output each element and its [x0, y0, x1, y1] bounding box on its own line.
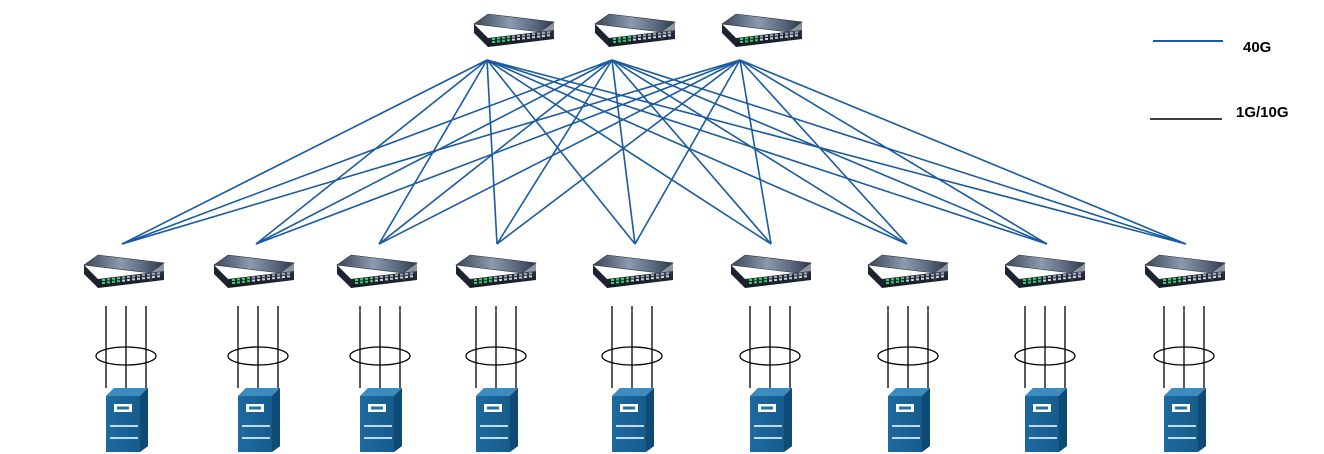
uplink-spine3-leaf6 — [739, 59, 772, 245]
lag-bundle-ellipse — [877, 346, 939, 366]
uplink-spine1-leaf8 — [486, 59, 1048, 245]
server-4-server-tower-icon — [476, 388, 518, 452]
leaf-switch-8-network-switch-icon — [1004, 254, 1086, 288]
uplink-spine3-leaf5 — [634, 59, 741, 245]
uplink-spine2-leaf4 — [496, 59, 613, 245]
lag-bundle-ellipse — [349, 346, 411, 366]
uplink-spine1-leaf4 — [486, 59, 498, 245]
uplink-spine2-leaf5 — [611, 59, 636, 245]
lag-bundle-ellipse — [1014, 346, 1076, 366]
uplink-spine3-leaf2 — [255, 59, 741, 245]
server-layer — [106, 388, 1206, 452]
server-6-server-tower-icon — [750, 388, 792, 452]
lag-bundle-ellipse — [227, 346, 289, 366]
leaf-switch-1-network-switch-icon — [83, 254, 165, 288]
uplink-spine3-leaf8 — [739, 59, 1048, 245]
server-bundle-6 — [739, 306, 801, 388]
uplink-spine2-leaf3 — [378, 59, 613, 245]
uplink-spine2-leaf2 — [255, 59, 613, 245]
uplink-spine3-leaf1 — [121, 59, 741, 245]
uplink-spine2-leaf1 — [121, 59, 613, 245]
uplink-spine2-leaf8 — [611, 59, 1048, 245]
legend: 40G 1G/10G — [1150, 39, 1289, 121]
uplink-spine2-leaf6 — [611, 59, 772, 245]
uplink-spine1-leaf1 — [121, 59, 488, 245]
uplink-spine1-leaf6 — [486, 59, 772, 245]
legend-label-40g: 40G — [1243, 39, 1271, 56]
legend-label-1g-10g: 1G/10G — [1236, 104, 1289, 121]
server-bundle-2 — [227, 306, 289, 388]
leaf-switch-3-network-switch-icon — [336, 254, 418, 288]
spine-switch-3-network-switch-icon — [721, 13, 803, 47]
server-5-server-tower-icon — [612, 388, 654, 452]
server-bundle-7 — [877, 306, 939, 388]
uplink-spine1-leaf7 — [486, 59, 908, 245]
uplink-spine1-leaf9 — [486, 59, 1187, 245]
uplink-spine3-leaf7 — [739, 59, 908, 245]
spine-layer — [473, 13, 803, 47]
server-1-server-tower-icon — [106, 388, 148, 452]
server-7-server-tower-icon — [888, 388, 930, 452]
uplink-spine3-leaf9 — [739, 59, 1187, 245]
server-bundle-1 — [95, 306, 157, 388]
uplink-spine3-leaf3 — [378, 59, 741, 245]
lag-bundle-ellipse — [1153, 346, 1215, 366]
lag-bundle-ellipse — [465, 346, 527, 366]
uplink-spine1-leaf2 — [255, 59, 488, 245]
leaf-layer — [83, 254, 1226, 288]
server-bundle-8 — [1014, 306, 1076, 388]
server-3-server-tower-icon — [360, 388, 402, 452]
uplink-spine2-leaf7 — [611, 59, 908, 245]
server-bundle-5 — [601, 306, 663, 388]
leaf-switch-7-network-switch-icon — [867, 254, 949, 288]
spine-switch-1-network-switch-icon — [473, 13, 555, 47]
server-8-server-tower-icon — [1025, 388, 1067, 452]
leaf-switch-5-network-switch-icon — [592, 254, 674, 288]
server-9-server-tower-icon — [1164, 388, 1206, 452]
server-bundle-4 — [465, 306, 527, 388]
uplink-spine3-leaf4 — [496, 59, 741, 245]
spine-switch-2-network-switch-icon — [594, 13, 676, 47]
leaf-switch-4-network-switch-icon — [455, 254, 537, 288]
server-bundle-9 — [1153, 306, 1215, 388]
leaf-switch-2-network-switch-icon — [213, 254, 295, 288]
leaf-switch-6-network-switch-icon — [730, 254, 812, 288]
server-2-server-tower-icon — [238, 388, 280, 452]
lag-bundle-ellipse — [95, 346, 157, 366]
server-bundle-3 — [349, 306, 411, 388]
lag-bundle-ellipse — [601, 346, 663, 366]
lag-bundle-ellipse — [739, 346, 801, 366]
uplink-spine2-leaf9 — [611, 59, 1187, 245]
access-links-1g-10g — [95, 306, 1215, 388]
leaf-switch-9-network-switch-icon — [1144, 254, 1226, 288]
uplink-links-40g — [121, 59, 1187, 245]
